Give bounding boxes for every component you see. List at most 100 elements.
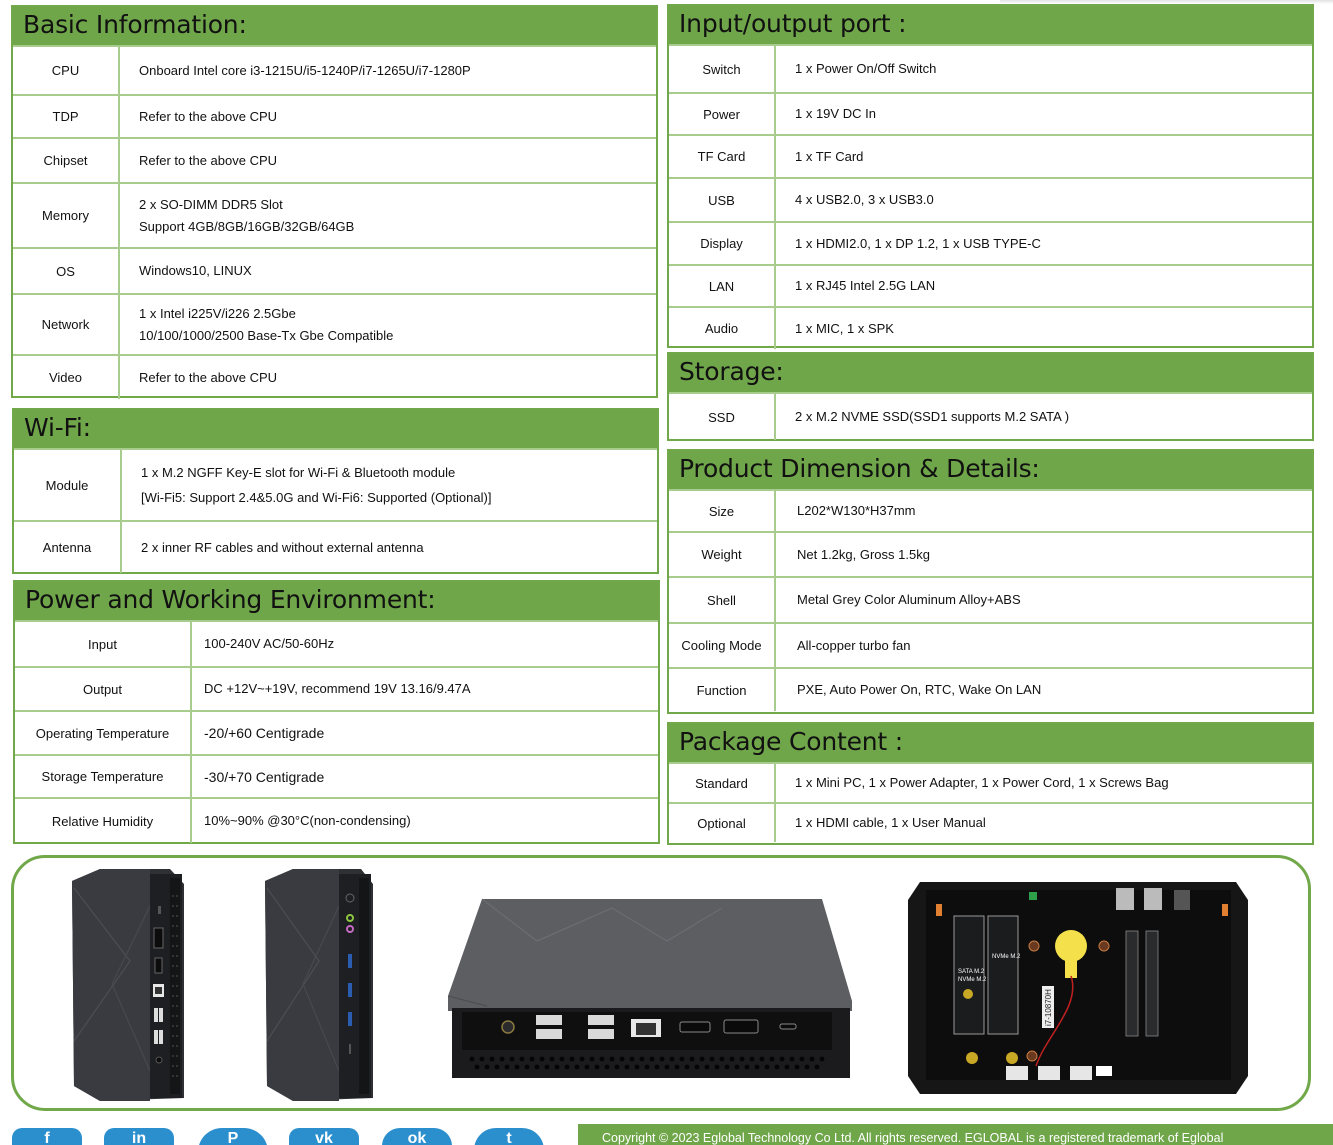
spec-value-line: 2 x SO-DIMM DDR5 Slot — [139, 196, 283, 212]
spec-label: Display — [669, 221, 776, 265]
nvme-m2-right-label: NVMe M.2 — [992, 954, 1021, 960]
section-title: Package Content : — [669, 724, 1312, 762]
spec-table: Module 1 x M.2 NGFF Key-E slot for Wi-Fi … — [14, 448, 657, 573]
section-title: Storage: — [669, 354, 1312, 392]
spec-value-line: 1 x M.2 NGFF Key-E slot for Wi-Fi & Blue… — [141, 465, 456, 480]
pinterest-button[interactable]: P — [198, 1128, 268, 1145]
spec-value: Refer to the above CPU — [119, 137, 656, 183]
spec-value: Metal Grey Color Aluminum Alloy+ABS — [775, 576, 1312, 623]
spec-label: Output — [15, 666, 192, 711]
cpu-model-sticker: i7-10870H — [1044, 989, 1053, 1026]
product-photo-rear-horizontal — [447, 898, 852, 1078]
table-row: Module 1 x M.2 NGFF Key-E slot for Wi-Fi … — [14, 448, 657, 521]
spec-label: TDP — [13, 94, 120, 138]
spec-label: Power — [669, 92, 776, 135]
spec-value: 1 x HDMI2.0, 1 x DP 1.2, 1 x USB TYPE-C — [775, 221, 1312, 265]
spec-value-line: Support 4GB/8GB/16GB/32GB/64GB — [139, 218, 355, 234]
spec-value: 1 x RJ45 Intel 2.5G LAN — [775, 264, 1312, 307]
spec-label: Input — [15, 620, 192, 667]
odnoklassniki-icon: ok — [407, 1130, 427, 1145]
section-title: Power and Working Environment: — [15, 582, 658, 620]
odnoklassniki-button[interactable]: ok — [382, 1128, 452, 1145]
section-title: Wi-Fi: — [14, 410, 657, 448]
table-row: Storage Temperature-30/+70 Centigrade — [15, 754, 658, 798]
vk-button[interactable]: vk — [289, 1128, 359, 1145]
spec-label: OS — [13, 247, 120, 294]
spec-value: 1 x M.2 NGFF Key-E slot for Wi-Fi & Blue… — [121, 448, 657, 521]
spec-value-line: 1 x Intel i225V/i226 2.5Gbe — [139, 305, 296, 321]
spec-label: CPU — [13, 45, 120, 95]
spec-value: 1 x HDMI cable, 1 x User Manual — [775, 802, 1312, 842]
spec-label: Weight — [669, 531, 776, 577]
spec-value: DC +12V~+19V, recommend 19V 13.16/9.47A — [191, 666, 658, 711]
product-photo-front-vertical — [72, 869, 184, 1101]
linkedin-icon: in — [131, 1130, 147, 1145]
section-wifi: Wi-Fi: Module 1 x M.2 NGFF Key-E slot for… — [12, 408, 659, 574]
product-photo-side-vertical — [265, 869, 373, 1101]
spec-label: LAN — [669, 264, 776, 307]
spec-label: Function — [669, 667, 776, 711]
section-title: Basic Information: — [13, 7, 656, 45]
spec-value: -30/+70 Centigrade — [191, 754, 658, 798]
spec-value: L202*W130*H37mm — [775, 489, 1312, 532]
spec-value: 1 x 19V DC In — [775, 92, 1312, 135]
spec-value: Onboard Intel core i3-1215U/i5-1240P/i7-… — [119, 45, 656, 95]
spec-label: Network — [13, 293, 120, 355]
linkedin-button[interactable]: in — [104, 1128, 174, 1145]
spec-label: Module — [14, 448, 122, 521]
spec-label: USB — [669, 177, 776, 222]
spec-value: Net 1.2kg, Gross 1.5kg — [775, 531, 1312, 577]
top-shadow — [1000, 0, 1333, 4]
spec-value: 1 x MIC, 1 x SPK — [775, 306, 1312, 349]
twitter-button[interactable]: t — [474, 1128, 544, 1145]
facebook-button[interactable]: f — [12, 1128, 82, 1145]
section-title: Input/output port : — [669, 6, 1312, 44]
spec-label: Switch — [669, 44, 776, 93]
product-photo-gallery: SATA M.2 NVMe M.2 NVMe M.2 i7-10870H — [11, 855, 1311, 1111]
spec-value: 4 x USB2.0, 3 x USB3.0 — [775, 177, 1312, 222]
spec-label: Relative Humidity — [15, 797, 192, 843]
spec-value: 2 x inner RF cables and without external… — [121, 520, 657, 573]
spec-label: Memory — [13, 182, 120, 248]
spec-value: 1 x TF Card — [775, 134, 1312, 178]
copyright-footer: Copyright © 2023 Eglobal Technology Co L… — [578, 1124, 1333, 1145]
spec-value: Refer to the above CPU — [119, 94, 656, 138]
section-title: Product Dimension & Details: — [669, 451, 1312, 489]
pinterest-icon: P — [227, 1130, 239, 1145]
table-row: Operating Temperature-20/+60 Centigrade — [15, 710, 658, 755]
spec-label: Size — [669, 489, 776, 532]
spec-label: Optional — [669, 802, 776, 842]
vk-icon: vk — [315, 1130, 333, 1145]
spec-value-line: [Wi-Fi5: Support 2.4&5.0G and Wi-Fi6: Su… — [141, 490, 492, 505]
facebook-icon: f — [44, 1130, 50, 1145]
spec-value: All-copper turbo fan — [775, 622, 1312, 668]
